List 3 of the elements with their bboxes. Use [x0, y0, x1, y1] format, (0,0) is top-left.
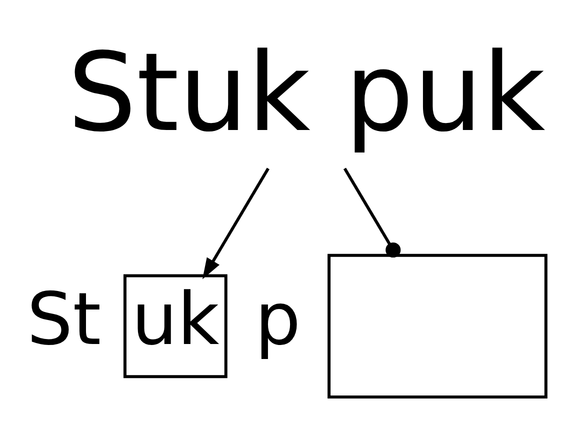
label: St: [26, 278, 102, 362]
label: p: [254, 278, 301, 362]
node-text: Stuk puk: [68, 28, 546, 156]
